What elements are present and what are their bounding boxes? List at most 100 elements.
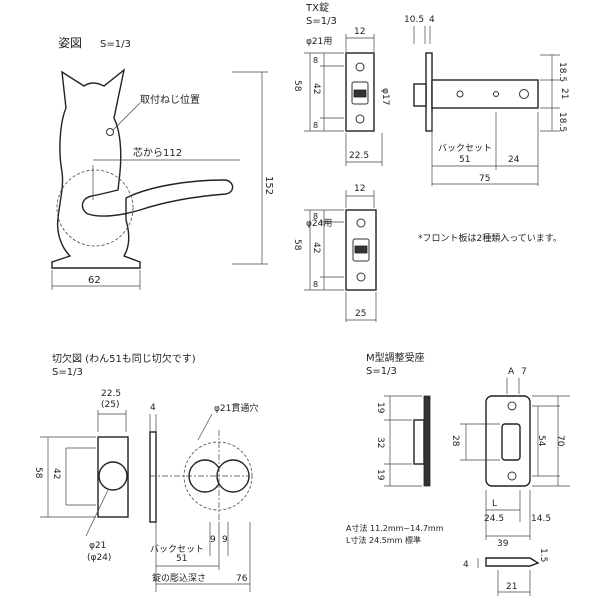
f24-width: 12	[354, 184, 365, 194]
height-value: 152	[263, 176, 274, 195]
f21-h-total: 58	[292, 80, 302, 92]
strike-scale: S=1/3	[366, 366, 397, 377]
cutout-d24: (φ24)	[87, 553, 111, 563]
cutout-depth: 76	[236, 574, 248, 584]
cutout-bore-left	[188, 459, 222, 493]
backset-label-tx: バックセット	[438, 143, 492, 154]
mount-screw-hole	[106, 128, 114, 136]
side-r1: 18.5	[557, 62, 567, 82]
strike-h70: 70	[555, 435, 565, 447]
f21-width: 12	[354, 27, 365, 37]
side-r3: 18.5	[557, 112, 567, 132]
strike-h32: 32	[375, 437, 385, 448]
strike-bottom-profile	[485, 557, 540, 567]
front24-label: φ24用	[306, 218, 332, 229]
cutout-title: 切欠図 (わん51も同じ切欠です)	[52, 352, 196, 365]
tx-title: TX錠	[305, 1, 329, 14]
f21-h-top: 8	[313, 56, 318, 65]
cutout-nine-b: 9	[222, 535, 228, 545]
spindle-hole	[519, 89, 529, 99]
strike-dim-14-5: 14.5	[531, 514, 551, 524]
rosette-outline	[56, 169, 134, 247]
f21-screw-top	[355, 62, 365, 72]
cat-handle-silhouette	[51, 68, 234, 269]
f24-h-top: 8	[313, 212, 318, 221]
width-value: 62	[88, 275, 101, 286]
figure-title: 姿図	[58, 36, 82, 50]
side-r2: 21	[559, 88, 569, 99]
tx-scale: S=1/3	[306, 16, 337, 27]
side-backset: 51	[459, 155, 470, 165]
side-hole-1	[456, 90, 464, 98]
f21-bottom-width: 22.5	[349, 151, 369, 161]
side-dim-24: 24	[508, 155, 520, 165]
cutout-bore-right	[216, 459, 250, 493]
cutout-section: 切欠図 (わん51も同じ切欠です) S=1/3 22.5 (25) 58 42 …	[33, 352, 258, 592]
strike-box-profile	[413, 419, 425, 465]
cutout-w2: (25)	[101, 400, 119, 410]
cutout-depth-label: 錠の彫込深さ	[152, 572, 206, 584]
f24-bottom-width: 25	[355, 309, 366, 319]
strike-dim-1-5: 1.5	[538, 548, 548, 562]
f24-screw-bottom	[356, 272, 366, 282]
front21-label: φ21用	[306, 36, 332, 47]
side-hole-2	[493, 91, 499, 97]
cutout-hole-label: φ21貫通穴	[214, 402, 258, 414]
cutout-front-bore	[98, 461, 128, 491]
f21-latch-window	[351, 81, 369, 105]
strike-dim-4: 4	[463, 560, 469, 570]
f21-h-mid: 42	[311, 83, 321, 94]
strike-l-label: L	[492, 499, 497, 509]
strike-l-val: 24.5	[484, 514, 504, 524]
side-total: 75	[479, 174, 490, 184]
cutout-h42: 42	[51, 468, 61, 479]
center-offset-label: 芯から112	[133, 146, 182, 159]
strike-screw-bottom	[507, 471, 517, 481]
mount-screw-leader	[112, 102, 141, 131]
figure-section: 姿図 S=1/3 取付ねじ位置 芯から112 152 62	[51, 36, 274, 290]
f24-latch-bolt	[354, 245, 368, 254]
strike-dim-21: 21	[506, 582, 517, 592]
strike-h54: 54	[536, 435, 546, 447]
side-front-plate	[425, 52, 433, 132]
mount-screw-label: 取付ねじ位置	[140, 93, 200, 106]
f24-h-total: 58	[292, 239, 302, 251]
strike-note-a: A寸法 11.2mm~14.7mm	[346, 523, 444, 533]
strike-screw-top	[507, 401, 517, 411]
f21-screw-bottom	[355, 114, 365, 124]
strike-plate-profile	[423, 395, 431, 487]
side-dim-10-5: 10.5	[404, 15, 424, 25]
strike-section: M型調整受座 S=1/3 A 7 19 32 19 28 54 70	[346, 351, 570, 596]
strike-h28: 28	[450, 435, 460, 447]
cutout-backset-label: バックセット	[150, 544, 204, 555]
side-case	[431, 79, 539, 109]
strike-note-l: L寸法 24.5mm 標準	[346, 535, 421, 545]
f21-latch-bolt	[353, 89, 367, 98]
side-latch-bolt	[413, 83, 427, 107]
cutout-backset: 51	[176, 554, 187, 564]
cutout-edge-section	[149, 431, 157, 523]
cutout-dim-4: 4	[150, 403, 156, 413]
strike-a-val: 7	[521, 367, 527, 377]
strike-a-label: A	[508, 367, 515, 377]
side-dim-4: 4	[429, 15, 435, 25]
strike-h19b: 19	[375, 469, 385, 481]
figure-scale: S=1/3	[100, 39, 131, 50]
cutout-hole-leader	[197, 413, 213, 441]
strike-dim-39: 39	[497, 539, 509, 549]
strike-h19a: 19	[375, 402, 385, 414]
cutout-w1: 22.5	[101, 389, 121, 399]
f24-screw-top	[356, 218, 366, 228]
strike-latch-hole	[501, 423, 521, 461]
cutout-scale: S=1/3	[52, 367, 83, 378]
f21-h-bot: 8	[313, 121, 318, 130]
f24-latch-window	[352, 238, 370, 262]
side-diameter: φ17	[380, 88, 390, 105]
strike-title: M型調整受座	[366, 351, 425, 364]
cutout-d21: φ21	[89, 541, 106, 551]
f24-h-bot: 8	[313, 280, 318, 289]
tx-latch-section: TX錠 S=1/3 φ21用 12 58 8 42 8 22.5 10.5 4	[292, 1, 569, 322]
front-plate-note: *フロント板は2種類入っています。	[418, 232, 562, 244]
cutout-d-leader	[85, 489, 109, 537]
